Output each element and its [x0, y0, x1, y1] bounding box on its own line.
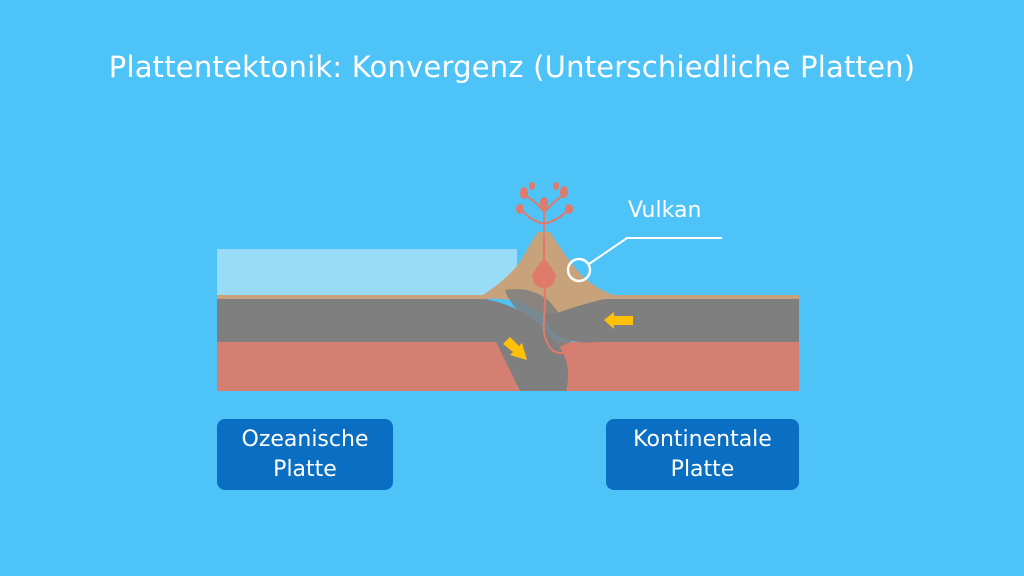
- oceanic-plate-shape: [217, 298, 569, 391]
- continental-plate-label: Kontinentale Platte: [606, 419, 799, 490]
- vulkan-label: Vulkan: [628, 198, 702, 223]
- oceanic-plate-label-line2: Platte: [273, 456, 337, 482]
- vulkan-callout-pointer: [566, 237, 722, 283]
- oceanic-plate-label: Ozeanische Platte: [217, 419, 393, 490]
- accretion-wedge: [505, 289, 574, 348]
- eruption-droplets: [516, 182, 573, 214]
- continental-surface-line: [600, 295, 799, 299]
- continental-plate-shape: [540, 296, 799, 343]
- magma-chamber: [532, 258, 556, 288]
- continental-motion-arrow-icon: [604, 312, 633, 329]
- oceanic-plate-label-line1: Ozeanische: [241, 426, 369, 452]
- subduction-motion-arrow-icon: [503, 337, 527, 360]
- page-title: Plattentektonik: Konvergenz (Unterschied…: [108, 50, 916, 84]
- eruption-plume: [523, 195, 567, 234]
- continental-plate-label-line1: Kontinentale: [633, 426, 772, 452]
- continental-plate-label-line2: Platte: [670, 456, 735, 482]
- magma-conduit: [542, 236, 575, 355]
- ocean-floor-line: [217, 295, 487, 299]
- ocean-water: [217, 249, 517, 297]
